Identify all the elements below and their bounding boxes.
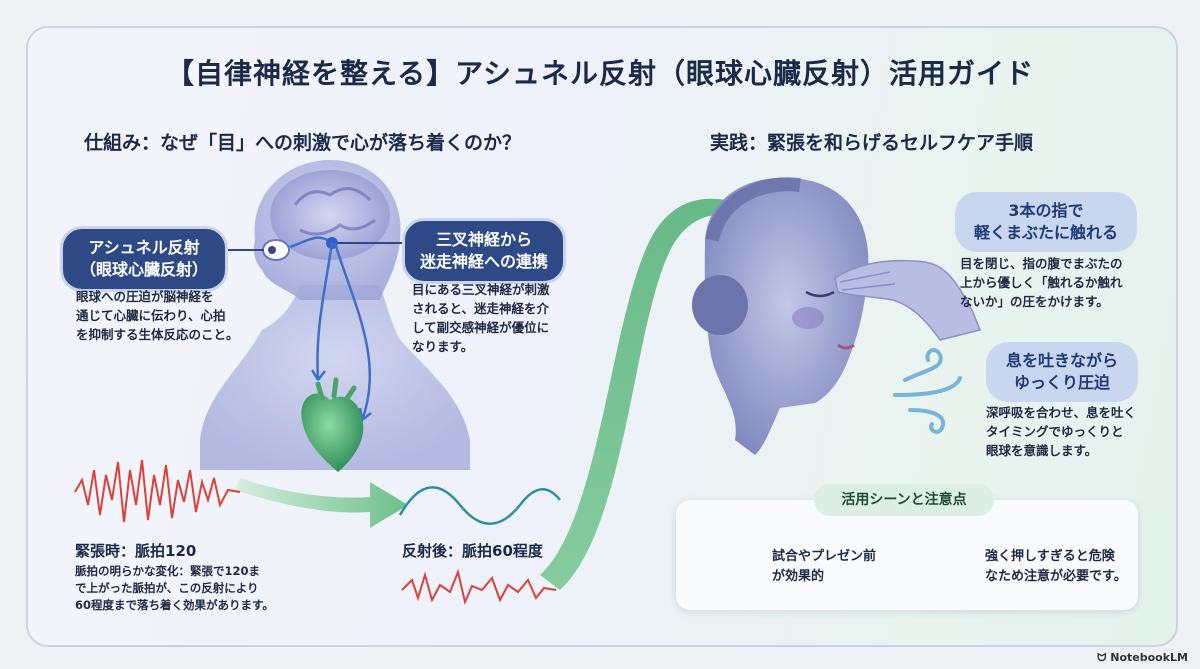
tense-pulse-label: 緊張時：脈拍120 <box>75 542 197 560</box>
step2-description: 深呼吸を合わせ、息を吐く タイミングでゆっくりと 眼球を意識します。 <box>986 405 1137 458</box>
reflex-description: 眼球への圧迫が脳神経を 通じて心臓に伝わり、心拍 を抑制する生体反応のこと。 <box>76 289 239 342</box>
reflex-pill-line2: （眼球心臓反射） <box>79 260 208 279</box>
nerve-description: 目にある三叉神経が刺激 されると、迷走神経を介 して副交感神経が優位に なります… <box>412 282 550 354</box>
after-ecg-wave <box>401 568 557 606</box>
face-silhouette <box>704 177 869 455</box>
transition-arrow <box>235 478 408 528</box>
calm-wave <box>398 486 561 525</box>
tense-ecg-wave <box>74 459 241 523</box>
brand-icon: ᗢ <box>1097 651 1107 664</box>
reflex-pill-line1: アシュネル反射 <box>88 238 200 257</box>
step2-pill: 息を吐きながら ゆっくり圧迫 <box>986 342 1138 402</box>
usage-card-title: 活用シーンと注意点 <box>814 484 994 516</box>
mechanism-heading: 仕組み：なぜ「目」への刺激で心が落ち着くのか？ <box>84 132 522 154</box>
heart-icon <box>301 393 364 472</box>
page-title: 【自律神経を整える】アシュネル反射（眼球心臓反射）活用ガイド <box>165 57 1035 90</box>
reflex-pill: アシュネル反射 （眼球心臓反射） <box>60 226 228 292</box>
brand-label: ᗢ NotebookLM <box>1097 651 1188 665</box>
body-silhouette <box>200 285 470 470</box>
after-pulse-label: 反射後：脈拍60程度 <box>402 542 543 560</box>
closed-eye <box>805 290 835 298</box>
hair-bun <box>692 275 748 335</box>
scene-text: 試合やプレゼン前 が効果的 <box>772 549 877 584</box>
breath-icon <box>893 348 962 434</box>
tense-description: 脈拍の明らかな変化：緊張で120ま で上がった脈拍が、この反射により 60程度ま… <box>75 564 274 612</box>
usage-card <box>676 500 1138 610</box>
rising-arrow <box>540 198 728 590</box>
step1-description: 目を閉じ、指の腹でまぶたの 上から優しく「触れるか触れ ないか」の圧をかけます。 <box>960 256 1123 309</box>
nerve-pill-line1: 三叉神経から <box>435 230 532 249</box>
nerve-pill-line2: 迷走神経への連携 <box>419 252 548 271</box>
nerve-pill: 三叉神経から 迷走神経への連携 <box>402 218 566 284</box>
practice-heading: 実践：緊張を和らげるセルフケア手順 <box>710 132 1034 154</box>
step1-pill: 3本の指で 軽くまぶたに触れる <box>955 192 1137 252</box>
brand-text: NotebookLM <box>1110 651 1188 664</box>
vagus-nerve-path <box>316 242 334 381</box>
hand-icon <box>834 259 982 341</box>
caution-text: 強く押しすぎると危険 なため注意が必要です。 <box>985 549 1127 584</box>
